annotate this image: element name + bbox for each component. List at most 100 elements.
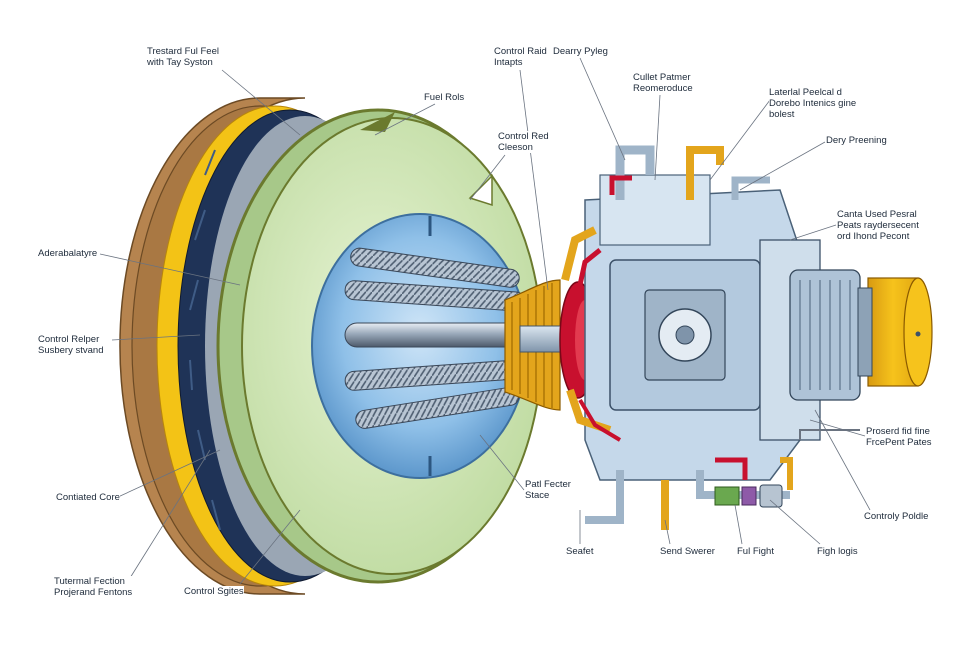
label-figh-logis: Figh logis [817, 546, 858, 557]
label-line: bolest [769, 109, 795, 120]
label-line: Controly Poldle [864, 511, 929, 522]
motor-fins [799, 280, 851, 390]
label-fuel-rols: Fuel Rols [424, 92, 465, 103]
leader-line-control-relper [111, 334, 201, 341]
label-dearry-pyleg: Dearry Pyleg [553, 46, 608, 57]
fuel-rod-3 [344, 322, 531, 348]
label-line: Control Raid [494, 46, 547, 57]
label-line: Projerand Fentons [54, 587, 133, 598]
label-line: Intapts [494, 57, 523, 68]
pipe-top-1 [615, 145, 655, 200]
disc-notch-right [468, 174, 493, 207]
pipe-bottom-1 [585, 470, 624, 524]
green-valve [714, 486, 740, 506]
leader-line-ful-fight [734, 504, 743, 545]
label-line: Seafet [566, 546, 594, 557]
label-line: Cullet Patmer [633, 72, 691, 83]
label-line: Send Swerer [660, 546, 715, 557]
leader-lines [99, 57, 871, 585]
purple-valve [741, 486, 757, 506]
leader-line-dery-preening [739, 141, 826, 191]
leader-line-send-swerer [664, 519, 671, 545]
label-seafet: Seafet [566, 546, 594, 557]
label-line: Ful Fight [737, 546, 774, 557]
label-line: Dery Preening [826, 135, 887, 146]
leader-line-patl-feeder [479, 434, 525, 491]
label-line: Dorebo Intenics gine [769, 98, 857, 109]
drive-shaft [504, 279, 597, 411]
leader-line-control-sgites [239, 509, 301, 585]
leader-line-proserd-fine [809, 419, 866, 437]
label-line: Peats raydersecent [837, 220, 919, 231]
leader-line-fuel-rols [374, 103, 436, 136]
label-line: Canta Used Pesral [837, 209, 917, 220]
label-controly-poldle: Controly Poldle [864, 511, 929, 522]
leader-line-aderabalatyre [99, 253, 241, 286]
label-line: Tutermal Fection [54, 576, 125, 587]
label-line: Control Sgites [184, 586, 244, 597]
pipe-gold-right [780, 457, 793, 490]
disc-notch [360, 112, 395, 132]
pipe-left-red [577, 248, 602, 286]
leader-line-control-red-cleeson [469, 154, 506, 201]
pipe-red-bottom [715, 457, 748, 480]
label-aderabalatyre: Aderabalatyre [38, 248, 98, 259]
label-line: Control Relper [38, 334, 100, 345]
pipe-left-gold [561, 226, 597, 281]
label-line: FrcePent Pates [866, 437, 932, 448]
leader-line-control-raid [519, 69, 549, 291]
label-line: Aderabalatyre [38, 248, 98, 259]
leader-line-controly-poldle [814, 409, 871, 511]
label-control-sgites: Control Sgites [184, 586, 244, 597]
label-line: Reomeroduce [633, 83, 693, 94]
label-line: Trestard Ful Feel [147, 46, 219, 57]
leader-line-figh-logis [769, 499, 821, 545]
label-ful-fight: Ful Fight [737, 546, 774, 557]
pump-machinery [561, 145, 933, 530]
label-line: Cleeson [498, 142, 533, 153]
label-dery-preening: Dery Preening [826, 135, 887, 146]
drum-flange [857, 287, 873, 377]
fuel-rods [344, 247, 531, 429]
label-line: Fuel Rols [424, 92, 465, 103]
ring-hash-dark [189, 149, 221, 531]
label-containted-core: Contiated Core [56, 492, 120, 503]
pipe-top-2 [686, 146, 724, 200]
label-line: Proserd fid fine [866, 426, 930, 437]
leader-line-canta-used [789, 224, 837, 241]
label-line: Patl Fecter [525, 479, 571, 490]
drum-dot [915, 331, 921, 337]
pipe-lower-red [578, 398, 622, 442]
label-line: ord Ihond Pecont [837, 231, 910, 242]
leader-line-cullet-patmer [654, 94, 661, 181]
label-line: Stace [525, 490, 550, 501]
leader-line-lateral-peelcal [709, 99, 771, 181]
pipe-red-top [609, 175, 632, 195]
pipe-right-thin [799, 429, 860, 440]
leader-line-containted-core [117, 449, 221, 498]
label-line: Susbery stvand [38, 345, 104, 356]
label-line: Dearry Pyleg [553, 46, 608, 57]
grey-valve [759, 484, 783, 508]
label-line: Figh logis [817, 546, 858, 557]
leader-line-dearry-pyleg [579, 57, 626, 161]
label-send-swerer: Send Swerer [660, 546, 715, 557]
label-line: Contiated Core [56, 492, 120, 503]
label-line: Control Red [498, 131, 549, 142]
fuel-rod-1 [350, 247, 520, 288]
label-line: with Tay Syston [147, 57, 213, 68]
leader-line-treated-fuel [221, 69, 301, 136]
label-line: Laterlal Peelcal d [769, 87, 842, 98]
leader-line-tutermal-fection [129, 449, 211, 579]
